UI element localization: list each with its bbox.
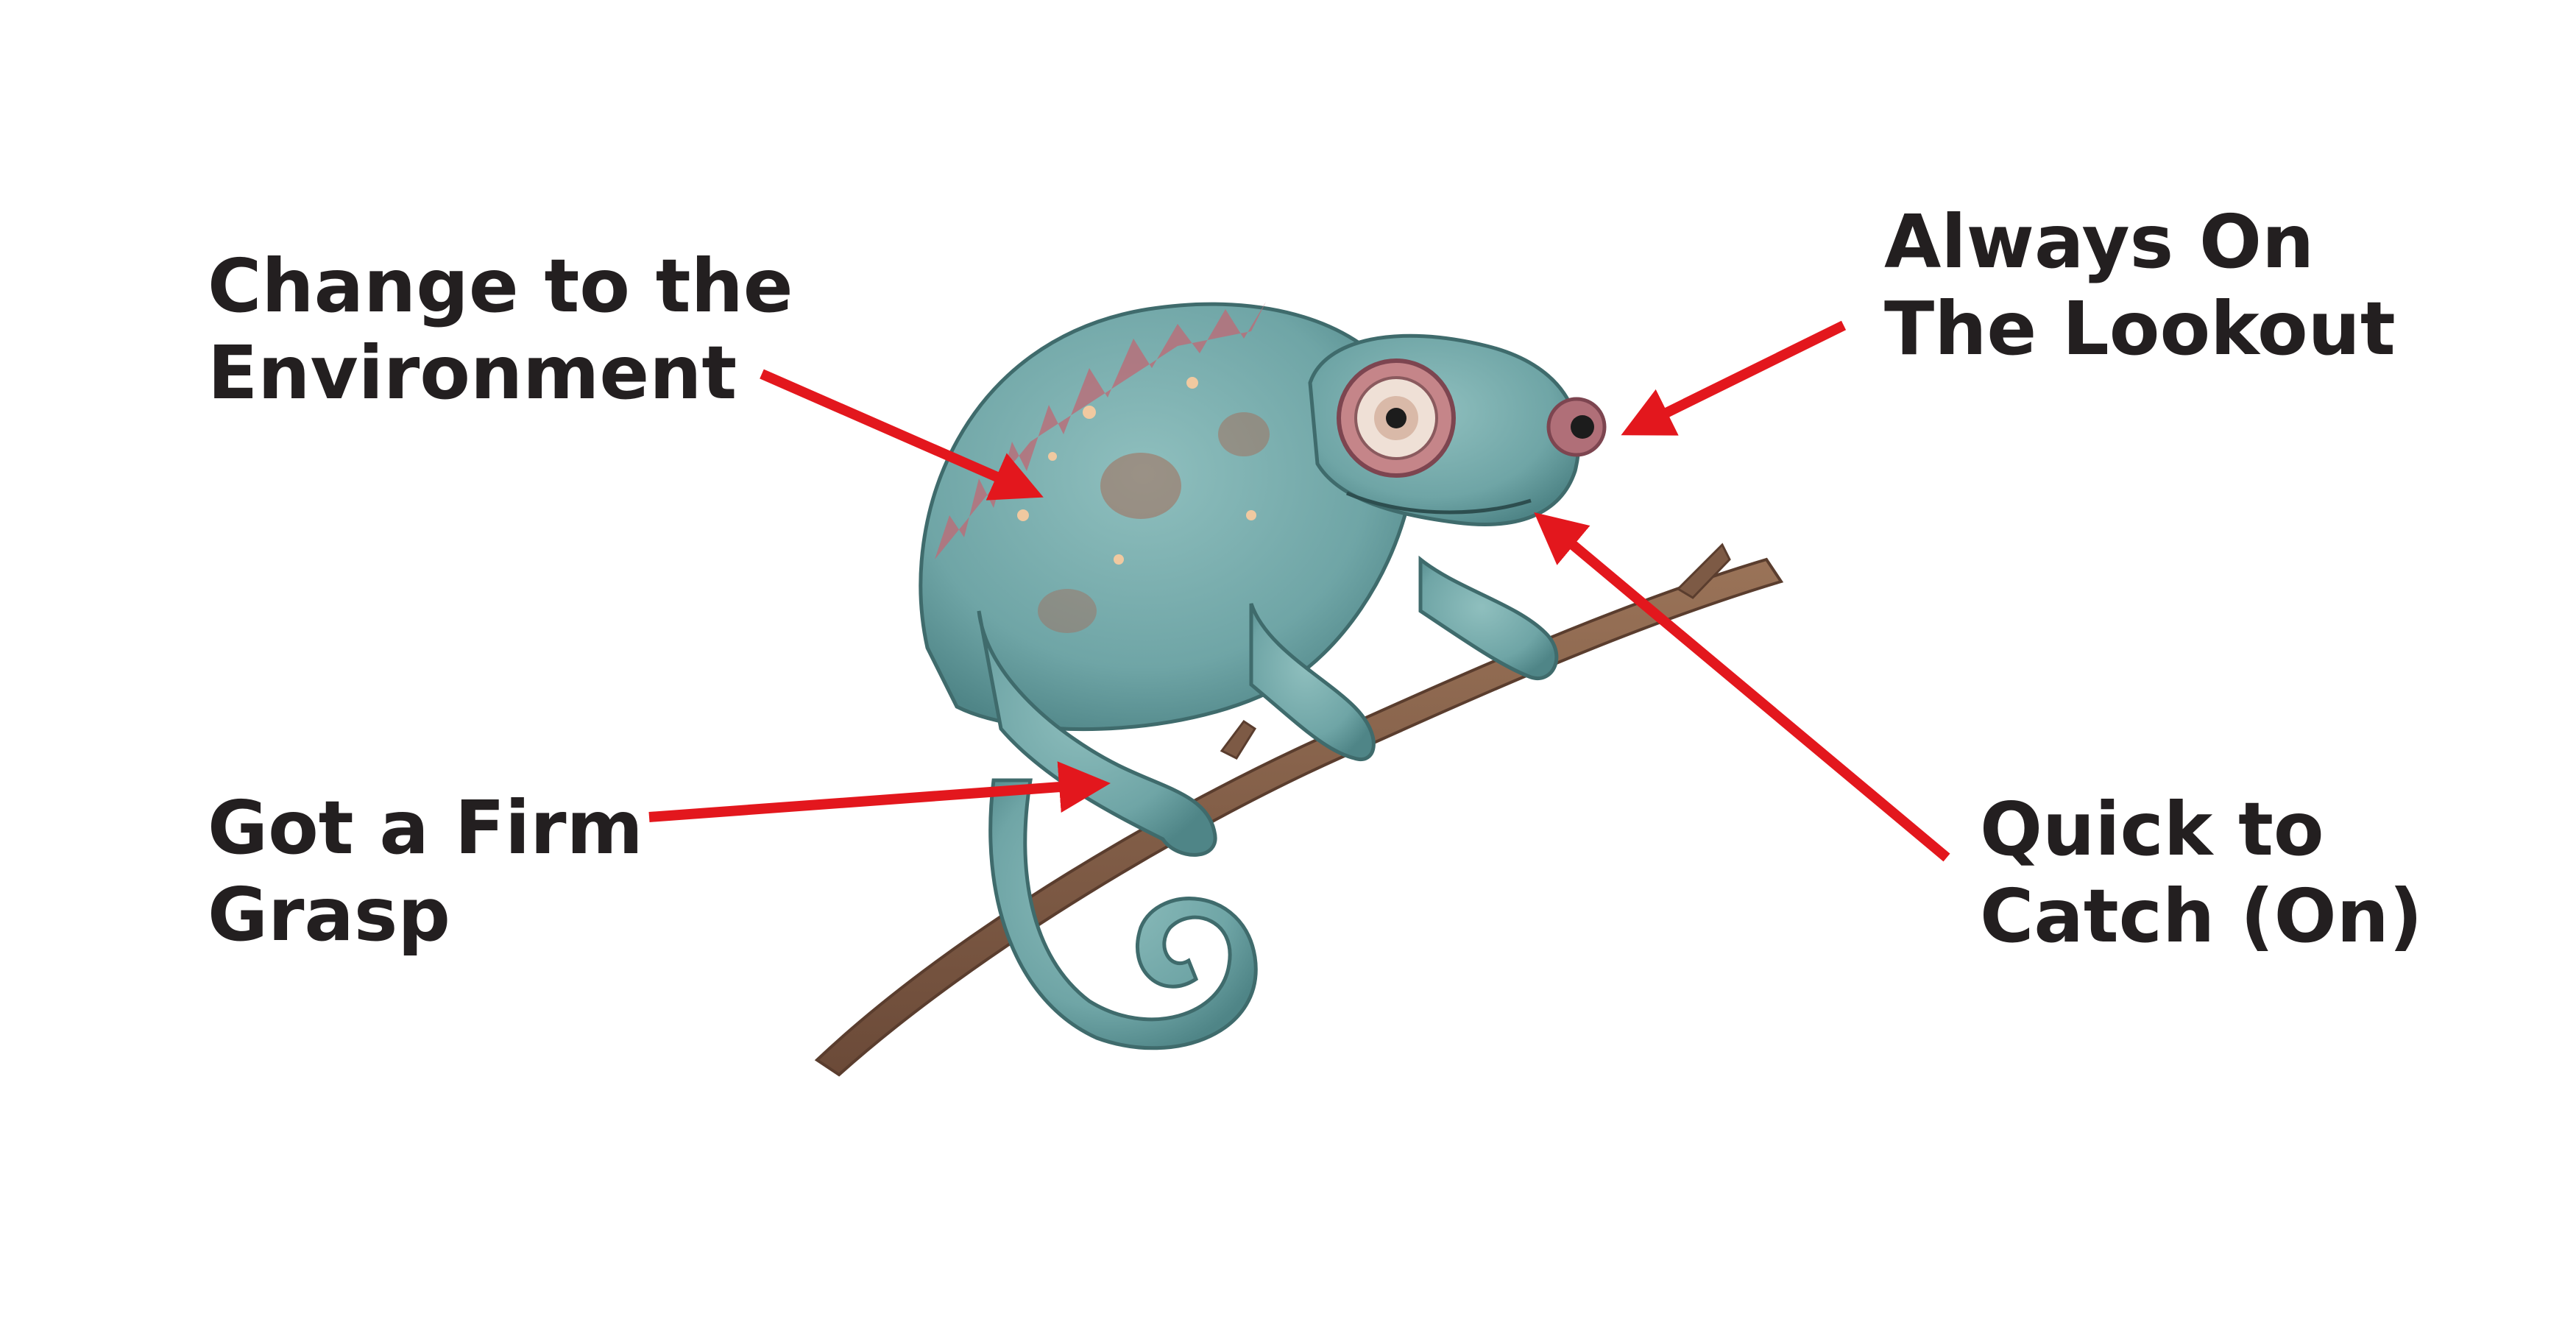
chameleon-body bbox=[919, 302, 1418, 732]
arrow-grasp bbox=[648, 761, 1111, 822]
label-lookout-line1: Always On bbox=[1884, 199, 2315, 285]
label-change-line1: Change to the bbox=[208, 243, 793, 329]
label-catch-line2: Catch (On) bbox=[1980, 873, 2423, 959]
annotation-arrows bbox=[648, 320, 1950, 862]
label-change-line2: Environment bbox=[208, 330, 737, 416]
label-catch-line1: Quick to bbox=[1980, 786, 2324, 872]
arrow-change bbox=[760, 369, 1044, 501]
label-firm-grasp: Got a Firm Grasp bbox=[208, 785, 643, 958]
label-change-environment: Change to the Environment bbox=[208, 243, 793, 417]
label-always-on-lookout: Always On The Lookout bbox=[1884, 199, 2396, 372]
chameleon-head bbox=[1308, 333, 1607, 526]
label-lookout-line2: The Lookout bbox=[1884, 286, 2396, 372]
chameleon-legs bbox=[977, 555, 1559, 857]
label-grasp-line1: Got a Firm bbox=[208, 785, 643, 871]
arrow-lookout bbox=[1621, 320, 1847, 436]
chameleon-tail bbox=[988, 778, 1258, 1050]
arrow-catch bbox=[1534, 512, 1950, 862]
label-quick-to-catch: Quick to Catch (On) bbox=[1980, 786, 2423, 960]
label-grasp-line2: Grasp bbox=[208, 872, 450, 958]
